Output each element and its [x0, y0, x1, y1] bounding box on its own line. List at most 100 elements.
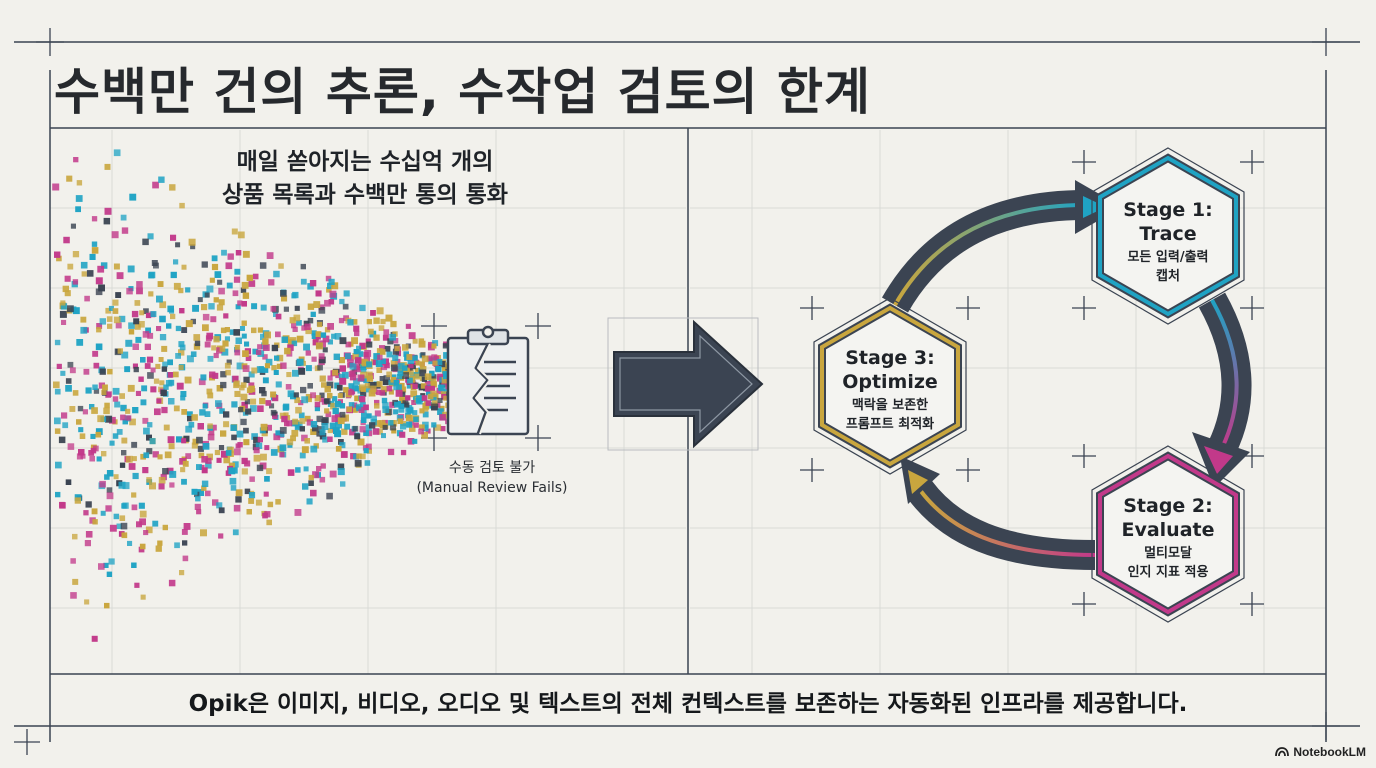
data-particle — [431, 422, 437, 428]
data-particle — [183, 523, 191, 530]
data-particle — [196, 509, 202, 515]
data-particle — [327, 392, 333, 399]
stage-1-text: Stage 1: Trace 모든 입력/출력 캡처 — [1098, 198, 1238, 286]
data-particle — [228, 467, 236, 475]
data-particle — [324, 408, 330, 414]
data-particle — [60, 370, 66, 376]
data-particle — [391, 428, 397, 434]
data-particle — [113, 513, 120, 520]
data-particle — [300, 386, 307, 394]
data-particle — [325, 411, 332, 418]
data-particle — [332, 407, 339, 415]
data-particle — [339, 377, 347, 385]
stage-3-label: Optimize — [842, 371, 938, 393]
data-particle — [142, 467, 149, 474]
data-particle — [279, 452, 285, 458]
data-particle — [60, 300, 66, 306]
data-particle — [380, 363, 388, 371]
data-particle — [131, 310, 139, 318]
data-particle — [74, 497, 81, 504]
data-particle — [72, 307, 80, 315]
data-particle — [64, 290, 71, 297]
data-particle — [393, 379, 400, 386]
data-particle — [235, 304, 241, 310]
data-particle — [266, 519, 272, 526]
data-particle — [202, 443, 210, 450]
data-particle — [106, 571, 113, 577]
data-particle — [232, 375, 239, 383]
data-particle — [299, 426, 305, 432]
data-particle — [235, 496, 242, 503]
data-particle — [384, 345, 391, 352]
data-particle — [377, 354, 383, 361]
data-particle — [140, 399, 147, 406]
data-particle — [442, 343, 449, 349]
data-particle — [175, 325, 182, 332]
data-particle — [363, 376, 370, 384]
data-particle — [322, 335, 330, 343]
data-particle — [266, 424, 272, 431]
data-particle — [393, 409, 399, 415]
data-particle — [260, 453, 267, 461]
data-particle — [78, 449, 85, 456]
data-particle — [106, 492, 114, 500]
data-particle — [114, 401, 121, 408]
data-particle — [204, 341, 211, 348]
data-particle — [357, 438, 365, 446]
data-particle — [256, 349, 262, 355]
data-particle — [250, 405, 257, 412]
data-particle — [273, 433, 281, 441]
data-particle — [275, 430, 281, 436]
data-particle — [394, 401, 400, 408]
data-particle — [268, 279, 275, 286]
data-particle — [308, 474, 314, 481]
data-particle — [241, 457, 248, 465]
data-particle — [327, 323, 334, 330]
data-particle — [349, 362, 357, 370]
data-particle — [240, 287, 247, 293]
data-particle — [379, 376, 385, 382]
data-particle — [301, 446, 309, 454]
data-particle — [431, 400, 438, 406]
data-particle — [406, 421, 413, 428]
data-particle — [80, 316, 87, 323]
data-particle — [321, 418, 328, 426]
data-particle — [242, 350, 249, 357]
data-particle — [244, 341, 250, 347]
data-particle — [144, 343, 151, 350]
data-particle — [262, 344, 270, 351]
data-particle — [90, 433, 96, 439]
data-particle — [279, 412, 286, 419]
data-particle — [424, 373, 432, 381]
data-particle — [318, 307, 326, 314]
data-particle — [366, 341, 373, 348]
data-particle — [158, 176, 165, 183]
data-particle — [385, 314, 393, 322]
data-particle — [413, 422, 419, 428]
data-particle — [397, 418, 403, 424]
data-particle — [330, 402, 337, 410]
data-particle — [319, 392, 325, 398]
data-particle — [273, 270, 280, 278]
data-particle — [281, 336, 288, 343]
data-particle — [218, 507, 225, 514]
data-particle — [319, 433, 327, 440]
data-particle — [271, 365, 277, 371]
data-particle — [216, 385, 224, 392]
data-particle — [253, 447, 260, 454]
data-particle — [264, 445, 270, 451]
data-particle — [233, 504, 241, 512]
data-particle — [220, 381, 227, 389]
data-particle — [104, 474, 110, 480]
data-particle — [338, 317, 345, 324]
data-particle — [141, 385, 148, 392]
data-particle — [349, 373, 357, 381]
data-particle — [125, 408, 131, 414]
data-particle — [273, 369, 279, 375]
data-particle — [220, 430, 227, 437]
data-particle — [120, 414, 126, 421]
data-particle — [216, 502, 223, 509]
data-particle — [262, 512, 268, 519]
data-particle — [89, 404, 95, 410]
data-particle — [73, 157, 79, 163]
